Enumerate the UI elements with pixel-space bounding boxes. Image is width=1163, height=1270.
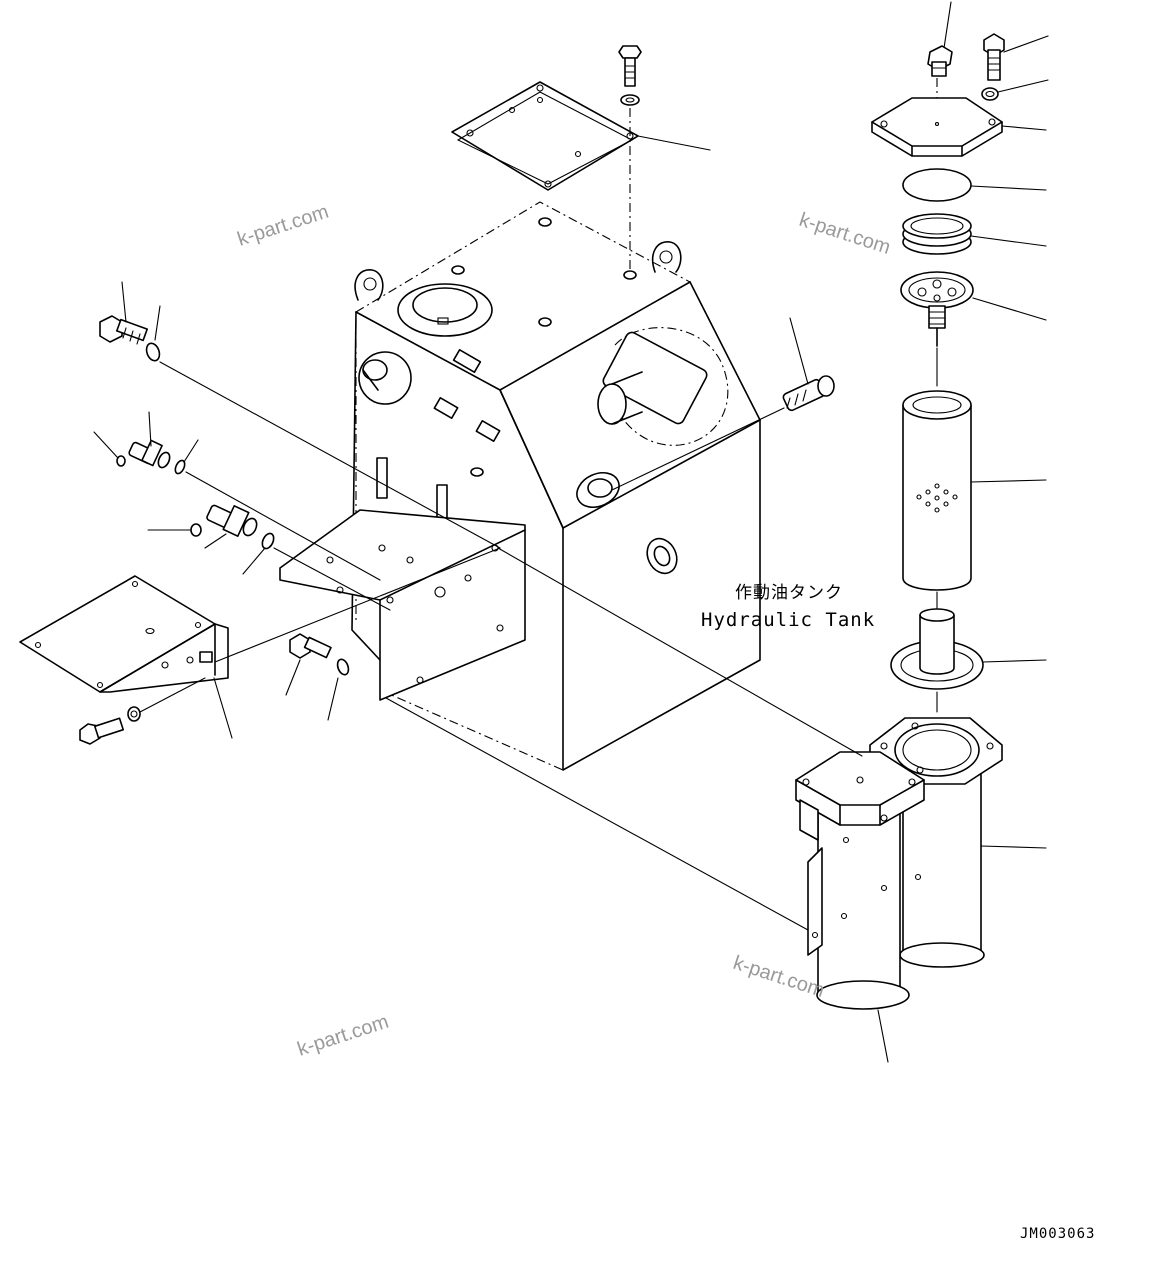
leader-line — [637, 135, 711, 151]
watermark: k-part.com — [295, 1011, 392, 1061]
step-bracket-plate — [19, 547, 501, 739]
bolt-left-upper — [99, 281, 501, 549]
connection-line — [497, 547, 863, 757]
bolt-left-lower — [285, 633, 350, 721]
tank-label-japanese: 作動油タンク — [735, 583, 843, 603]
bracket-bolt — [79, 677, 206, 745]
watermark: k-part.com — [796, 209, 893, 259]
hydraulic-tank-body — [351, 201, 761, 771]
filter-inner-case — [890, 608, 1047, 713]
filter-cover-bolt — [981, 33, 1049, 101]
filter-case-front — [795, 751, 925, 1063]
watermark: k-part.com — [235, 201, 332, 251]
breather-cap — [611, 317, 835, 491]
tank-label-english: Hydraulic Tank — [701, 609, 875, 631]
connection-line — [385, 697, 809, 931]
elbow-fitting-lower — [147, 504, 391, 611]
filter-element — [902, 390, 1047, 609]
filter-valve-assembly — [900, 271, 1047, 387]
elbow-fitting-upper — [93, 411, 381, 581]
watermark: k-part.com — [730, 952, 827, 1002]
filter-o-ring — [902, 168, 1047, 202]
filter-cover — [871, 97, 1047, 157]
filter-case-rear — [869, 717, 1047, 968]
cover-bolt — [618, 45, 642, 270]
drawing-code: JM003063 — [1020, 1226, 1095, 1242]
filter-spring — [902, 213, 1047, 255]
tank-top-cover-plate — [451, 81, 639, 191]
tank-mounting-plate — [279, 509, 526, 701]
